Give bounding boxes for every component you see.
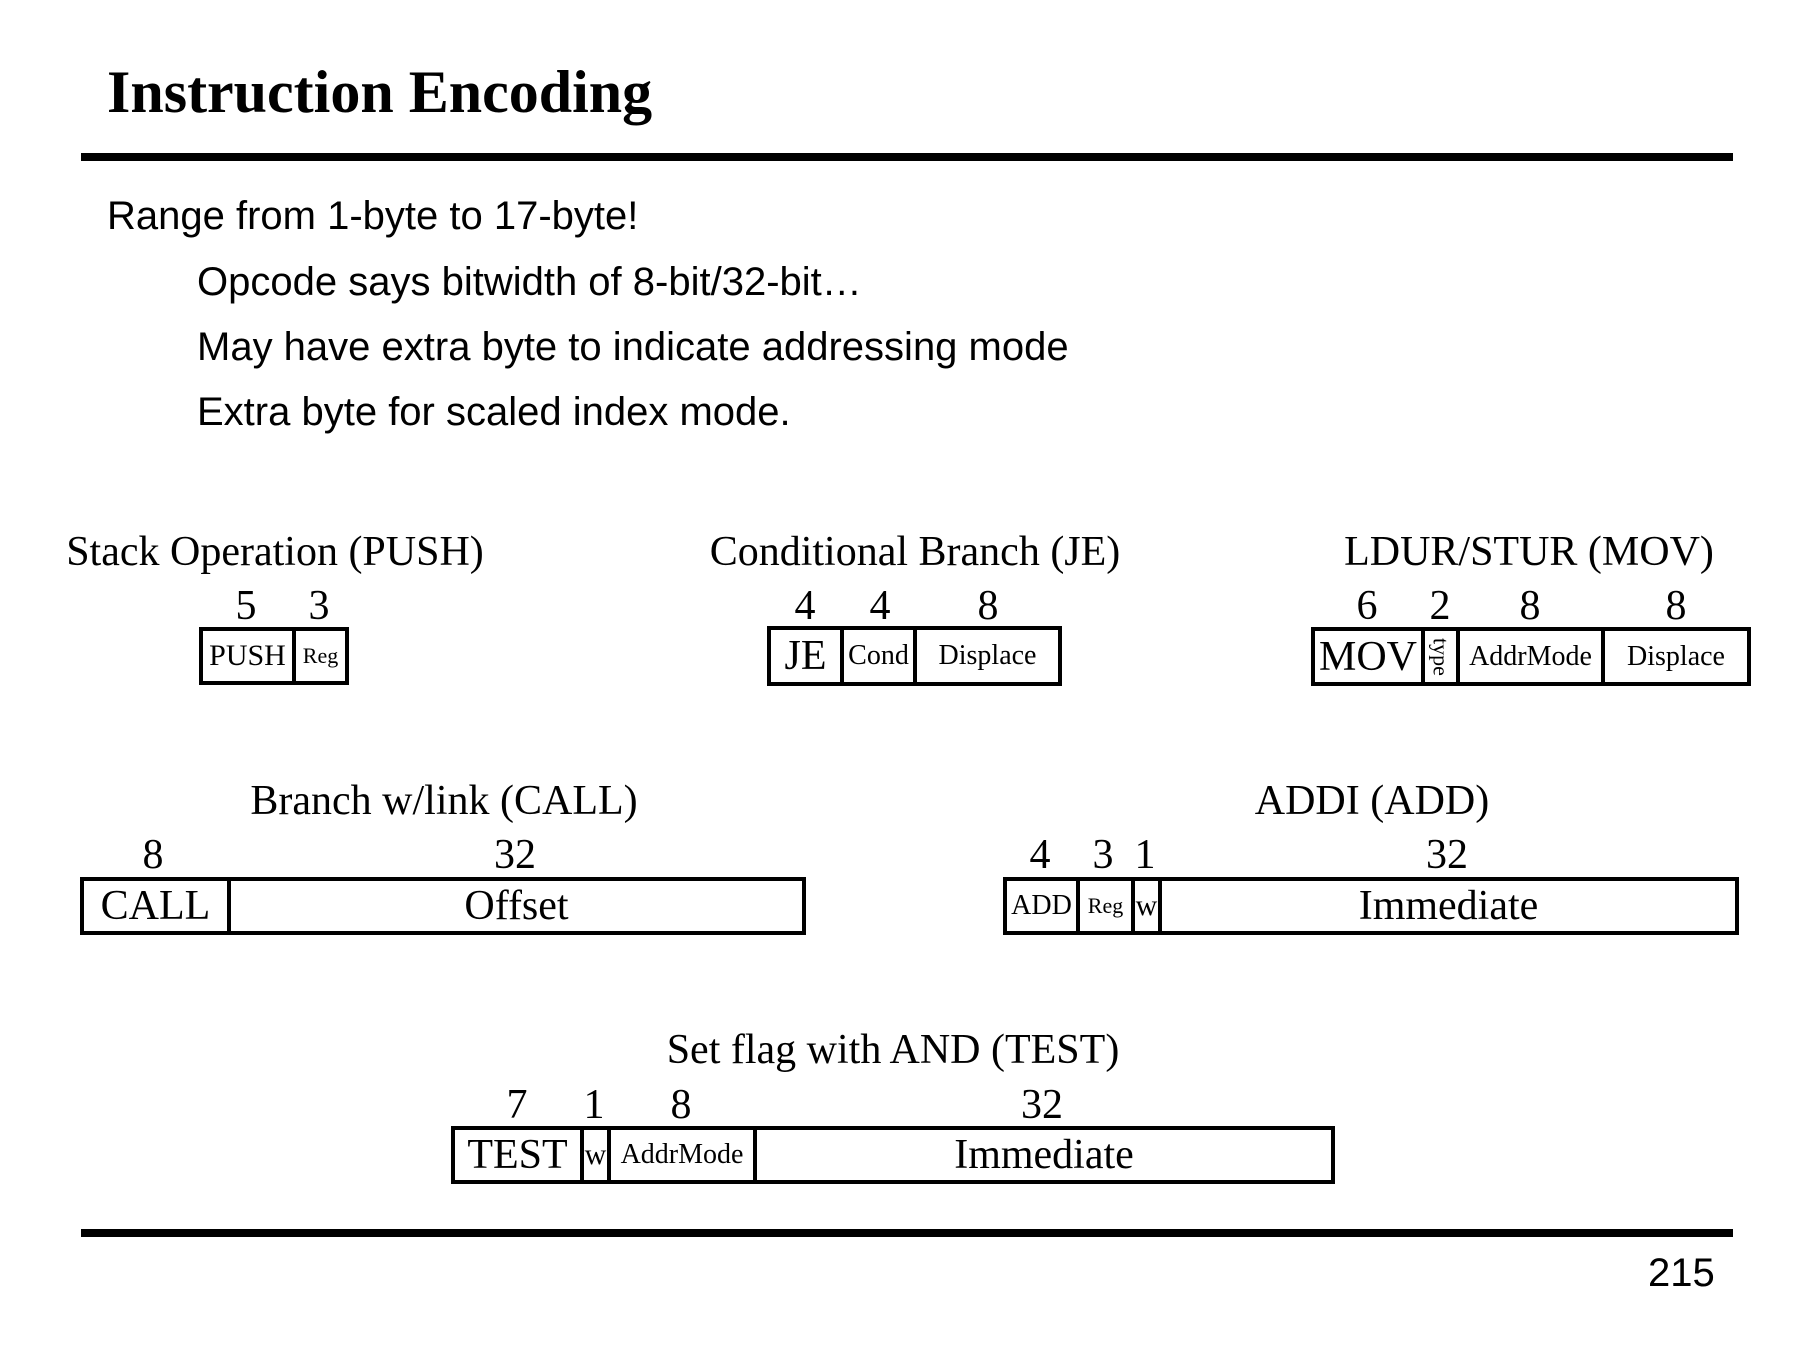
field-displacement: Displace: [913, 626, 1062, 686]
format-title: Set flag with AND (TEST): [666, 1027, 1120, 1073]
bit-width-label: 32: [1021, 1082, 1063, 1128]
bit-width-label: 8: [1519, 583, 1541, 629]
sub-bullet-text: Opcode says bitwidth of 8-bit/32-bit…: [197, 260, 862, 304]
field-immediate: Immediate: [1158, 877, 1739, 935]
field-addrmode: AddrMode: [607, 1126, 757, 1184]
bit-width-label: 32: [1426, 832, 1468, 878]
field-cond: Cond: [840, 626, 917, 686]
field-opcode: ADD: [1003, 877, 1080, 935]
field-immediate: Immediate: [753, 1126, 1335, 1184]
field-type: type: [1421, 627, 1460, 686]
field-opcode: MOV: [1311, 627, 1425, 686]
field-reg: Reg: [292, 627, 349, 685]
format-title: Conditional Branch (JE): [709, 529, 1121, 575]
field-reg: Reg: [1076, 877, 1135, 935]
top-divider: [81, 153, 1733, 161]
bit-width-label: 6: [1356, 583, 1378, 629]
page-number: 215: [1648, 1251, 1715, 1295]
sub-bullet-text: May have extra byte to indicate addressi…: [197, 325, 1069, 369]
bit-width-label: 1: [1134, 832, 1156, 878]
bit-width-label: 5: [235, 583, 257, 629]
field-addrmode: AddrMode: [1456, 627, 1605, 686]
field-offset: Offset: [227, 877, 806, 935]
bit-width-label: 3: [308, 583, 330, 629]
field-displacement: Displace: [1601, 627, 1751, 686]
bit-width-label: 32: [494, 832, 536, 878]
sub-bullet-text: Extra byte for scaled index mode.: [197, 390, 791, 434]
format-title: LDUR/STUR (MOV): [1344, 529, 1714, 575]
field-opcode: PUSH: [199, 627, 296, 685]
bit-width-label: 8: [977, 583, 999, 629]
field-opcode: JE: [767, 626, 844, 686]
bit-width-label: 4: [794, 583, 816, 629]
field-opcode: TEST: [451, 1126, 584, 1184]
bit-width-label: 4: [869, 583, 891, 629]
bit-width-label: 4: [1029, 832, 1051, 878]
bullet-text: Range from 1-byte to 17-byte!: [107, 194, 639, 238]
bit-width-label: 8: [1665, 583, 1687, 629]
format-title: Branch w/link (CALL): [250, 778, 638, 824]
bit-width-label: 1: [583, 1082, 605, 1128]
format-title: ADDI (ADD): [1254, 778, 1490, 824]
bit-width-label: 8: [142, 832, 164, 878]
format-title: Stack Operation (PUSH): [66, 529, 484, 575]
bottom-divider: [81, 1229, 1733, 1237]
bit-width-label: 8: [670, 1082, 692, 1128]
field-opcode: CALL: [80, 877, 231, 935]
bit-width-label: 2: [1429, 583, 1451, 629]
slide-title: Instruction Encoding: [107, 59, 653, 125]
bit-width-label: 7: [506, 1082, 528, 1128]
bit-width-label: 3: [1092, 832, 1114, 878]
